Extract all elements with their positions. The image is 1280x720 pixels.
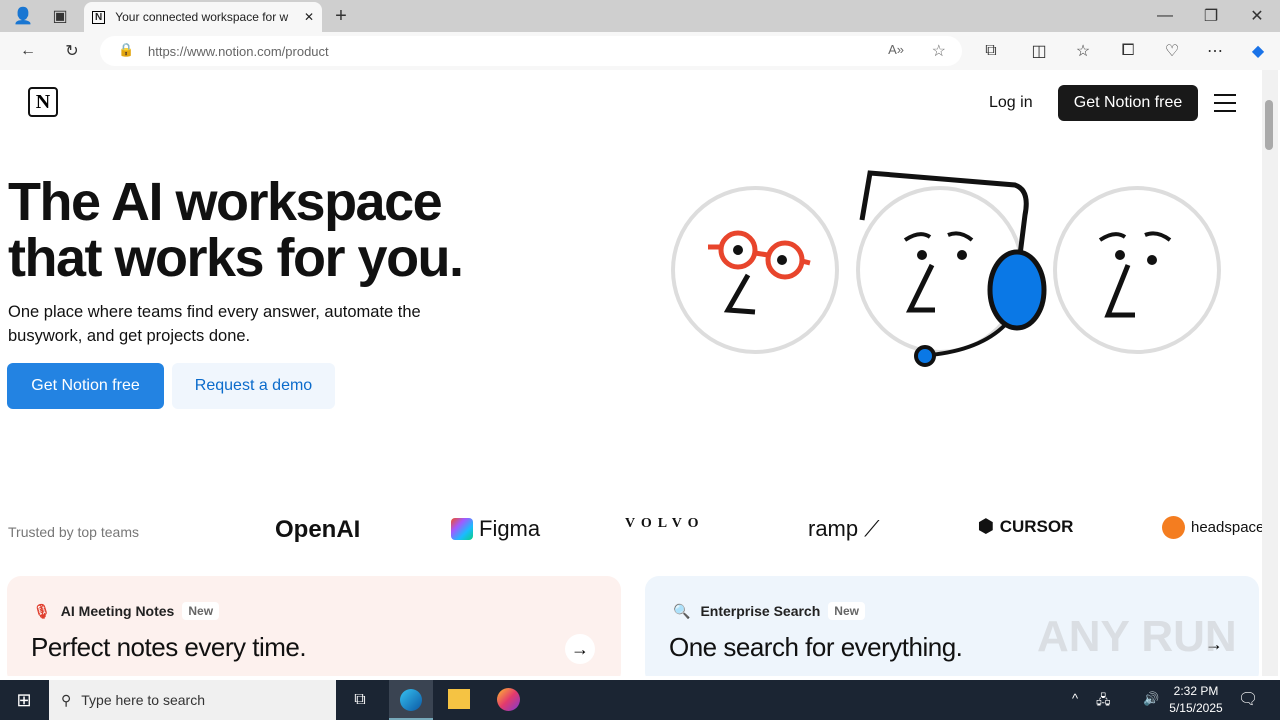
address-bar[interactable]: 🔒 https://www.notion.com/product A» ☆ xyxy=(100,36,962,66)
notion-logo-icon[interactable]: N xyxy=(28,87,58,117)
close-tab-icon[interactable]: ✕ xyxy=(303,10,314,24)
tray-network-icon[interactable]: 🖧 xyxy=(1096,692,1111,707)
restore-icon[interactable]: ❐ xyxy=(1203,8,1219,25)
tray-chevron-icon[interactable]: ^ xyxy=(1072,691,1079,706)
notifications-icon[interactable]: 🗨 xyxy=(1238,691,1259,708)
tab-title: Your connected workspace for w xyxy=(115,10,289,24)
profile-icon[interactable]: 👤 xyxy=(13,8,33,25)
url-text[interactable]: https://www.notion.com/product xyxy=(148,43,329,59)
performance-icon[interactable]: ♡ xyxy=(1164,43,1180,60)
watermark: ANY RUN xyxy=(1037,612,1237,661)
hero-illustration xyxy=(671,170,1221,367)
windows-start-icon[interactable]: ⊞ xyxy=(16,689,32,710)
tab-actions-icon[interactable]: ▣ xyxy=(52,8,68,25)
cursor-cube-icon: ⬢ xyxy=(978,516,994,536)
logo-cursor: ⬢CURSOR xyxy=(978,516,1074,536)
scrollbar[interactable] xyxy=(1262,70,1278,676)
login-link[interactable]: Log in xyxy=(989,94,1033,111)
get-notion-free-nav-button[interactable]: Get Notion free xyxy=(1058,85,1198,121)
browser-title-bar: 👤 ▣ N Your connected workspace for w ✕ +… xyxy=(0,0,1280,32)
arrow-right-icon[interactable]: → xyxy=(1205,634,1223,654)
read-aloud-icon[interactable]: A» xyxy=(888,42,904,57)
hero-subtitle: One place where teams find every answer,… xyxy=(8,303,421,345)
close-window-icon[interactable]: ✕ xyxy=(1250,8,1264,25)
request-demo-button[interactable]: Request a demo xyxy=(172,363,335,409)
minimize-icon[interactable]: — xyxy=(1157,7,1173,24)
microphone-icon: 🎙 xyxy=(33,602,51,619)
firefox-icon[interactable] xyxy=(497,688,520,711)
card-title: Perfect notes every time. xyxy=(31,632,307,662)
new-tab-icon[interactable]: + xyxy=(335,4,347,27)
edge-taskbar-icon[interactable] xyxy=(389,680,433,720)
search-icon: ⚲ xyxy=(61,691,72,708)
lock-icon: 🔒 xyxy=(118,42,135,57)
favorite-star-icon[interactable]: ☆ xyxy=(931,43,946,60)
notion-favicon-icon: N xyxy=(92,10,106,24)
new-badge: New xyxy=(182,602,220,620)
logo-figma: Figma xyxy=(451,516,540,542)
task-view-icon[interactable]: ⧉ xyxy=(354,691,366,708)
arrow-right-icon[interactable]: → xyxy=(565,634,595,664)
new-badge: New xyxy=(828,602,865,620)
headspace-dot-icon xyxy=(1162,516,1185,539)
figma-icon xyxy=(451,518,473,540)
refresh-icon[interactable]: ↻ xyxy=(65,43,79,60)
browser-tab[interactable]: N Your connected workspace for w ✕ xyxy=(84,2,322,32)
split-screen-icon[interactable]: ◫ xyxy=(1031,43,1047,60)
menu-icon[interactable] xyxy=(1214,94,1236,112)
search-icon: 🔍 xyxy=(673,602,691,619)
collections-icon[interactable]: ⧠ xyxy=(1121,42,1135,59)
scrollbar-thumb[interactable] xyxy=(1265,100,1273,150)
copilot-icon[interactable]: ◆ xyxy=(1251,43,1265,60)
webpage: N Log in Get Notion free The AI workspac… xyxy=(0,70,1262,676)
logo-ramp: ramp⟋ xyxy=(808,516,880,541)
get-notion-free-button[interactable]: Get Notion free xyxy=(7,363,164,409)
logo-headspace: headspace xyxy=(1162,516,1262,539)
back-icon[interactable]: ← xyxy=(20,42,36,59)
favorites-icon[interactable]: ☆ xyxy=(1075,43,1091,60)
trusted-label: Trusted by top teams xyxy=(8,524,139,540)
more-icon[interactable]: ⋯ xyxy=(1207,43,1223,60)
taskbar-search[interactable]: ⚲Type here to search xyxy=(49,680,336,720)
volume-icon[interactable]: 🔊 xyxy=(1143,691,1160,706)
card-title: One search for everything. xyxy=(669,632,963,662)
logo-openai: OpenAI xyxy=(275,516,361,543)
logo-volvo: VOLVO xyxy=(625,516,705,531)
file-explorer-icon[interactable] xyxy=(448,689,470,709)
extensions-icon[interactable]: ⧉ xyxy=(985,42,997,59)
